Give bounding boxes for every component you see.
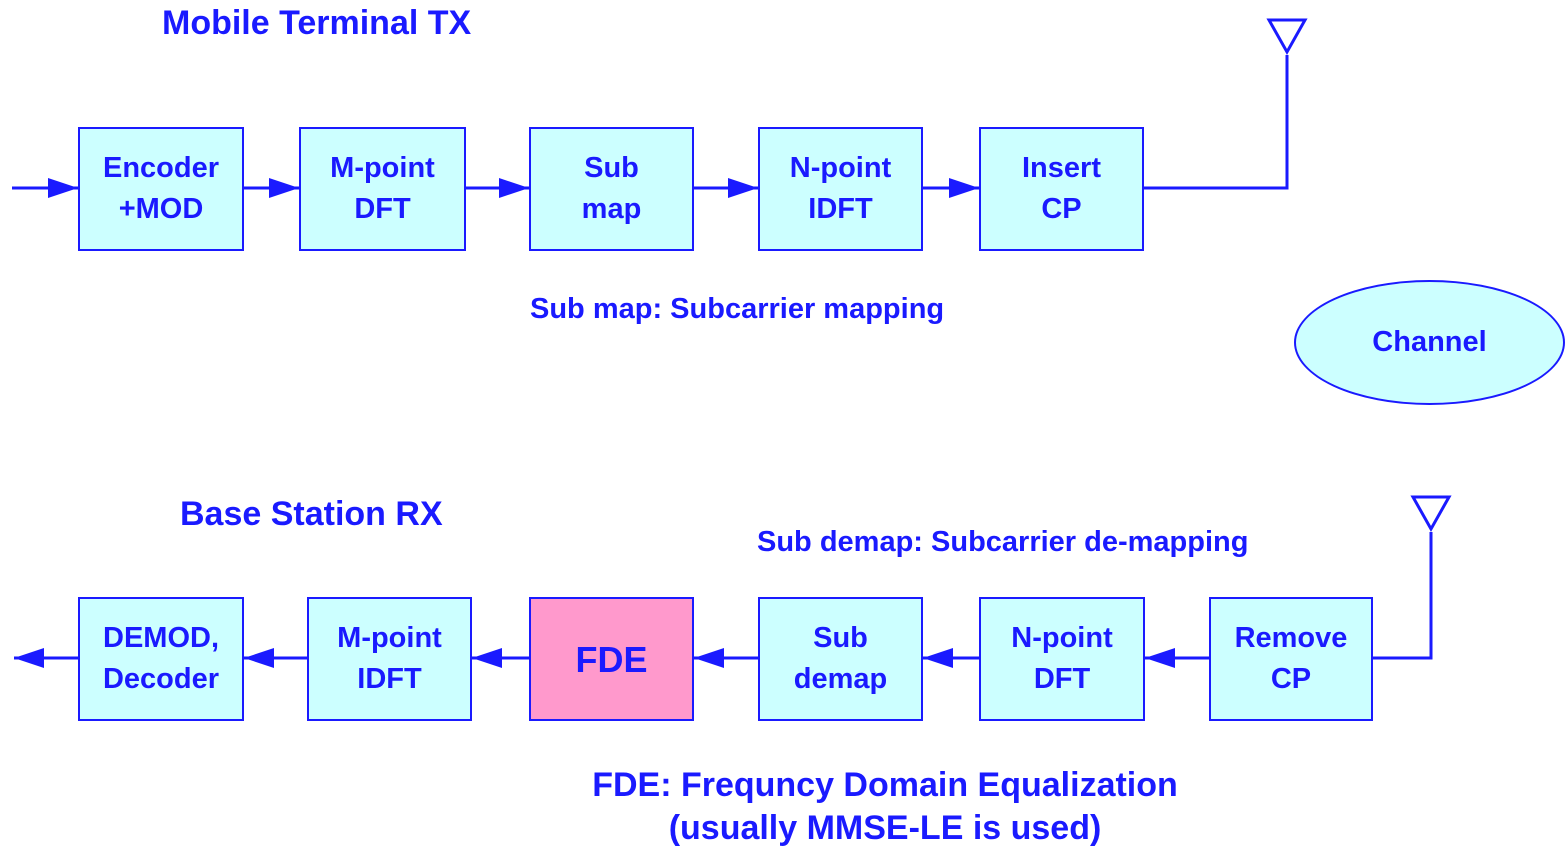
tx-block-n-point-idft-line2: IDFT [808, 193, 873, 225]
rx-block-sub-demap-line2: demap [793, 663, 888, 695]
rx-fde-note-line1: FDE: Frequncy Domain Equalization [592, 766, 1178, 804]
rx-fde-note-line2: (usually MMSE-LE is used) [668, 809, 1102, 847]
rx-antenna-icon [1410, 495, 1452, 533]
channel-ellipse: Channel [1294, 280, 1565, 405]
tx-block-m-point-dft: M-point DFT [299, 127, 466, 251]
rx-block-sub-demap-line1: Sub [813, 622, 868, 654]
rx-sub-demap-note: Sub demap: Subcarrier de-mapping [757, 526, 1249, 558]
rx-block-remove-cp-line2: CP [1270, 663, 1312, 695]
tx-block-m-point-dft-line1: M-point [330, 152, 435, 184]
rx-block-remove-cp-line1: Remove [1234, 622, 1348, 654]
rx-block-demod-decoder-line1: DEMOD, [103, 622, 219, 654]
tx-block-encoder-mod: Encoder +MOD [78, 127, 244, 251]
rx-block-sub-demap: Sub demap [758, 597, 923, 721]
tx-output-wire [1144, 55, 1289, 190]
tx-block-encoder-mod-line1: Encoder [102, 152, 220, 184]
rx-block-n-point-dft-line1: N-point [1011, 622, 1113, 654]
tx-antenna-icon [1266, 18, 1308, 56]
tx-block-m-point-dft-line2: DFT [354, 193, 411, 225]
tx-block-sub-map-line2: map [581, 193, 642, 225]
rx-input-wire [1373, 532, 1433, 660]
rx-block-fde-label: FDE [575, 638, 648, 680]
rx-block-remove-cp: Remove CP [1209, 597, 1373, 721]
tx-block-encoder-mod-line2: +MOD [118, 193, 204, 225]
tx-block-n-point-idft: N-point IDFT [758, 127, 923, 251]
tx-block-n-point-idft-line1: N-point [789, 152, 892, 184]
rx-title: Base Station RX [180, 495, 443, 533]
tx-block-insert-cp-line1: Insert [1022, 152, 1101, 184]
tx-block-sub-map: Sub map [529, 127, 694, 251]
rx-block-demod-decoder-line2: Decoder [102, 663, 220, 695]
rx-block-m-point-idft-line1: M-point [337, 622, 442, 654]
tx-block-insert-cp: Insert CP [979, 127, 1144, 251]
rx-fde-note: FDE: Frequncy Domain Equalization (usual… [520, 764, 1250, 850]
tx-title: Mobile Terminal TX [162, 4, 472, 42]
rx-block-n-point-dft-line2: DFT [1033, 663, 1091, 695]
tx-block-insert-cp-line2: CP [1041, 193, 1082, 225]
tx-sub-map-note: Sub map: Subcarrier mapping [530, 293, 945, 325]
channel-label: Channel [1372, 326, 1487, 358]
rx-block-m-point-idft: M-point IDFT [307, 597, 472, 721]
rx-block-m-point-idft-line2: IDFT [357, 663, 422, 695]
tx-block-sub-map-line1: Sub [584, 152, 639, 184]
rx-block-fde: FDE [529, 597, 694, 721]
rx-block-demod-decoder: DEMOD, Decoder [78, 597, 244, 721]
rx-block-n-point-dft: N-point DFT [979, 597, 1145, 721]
